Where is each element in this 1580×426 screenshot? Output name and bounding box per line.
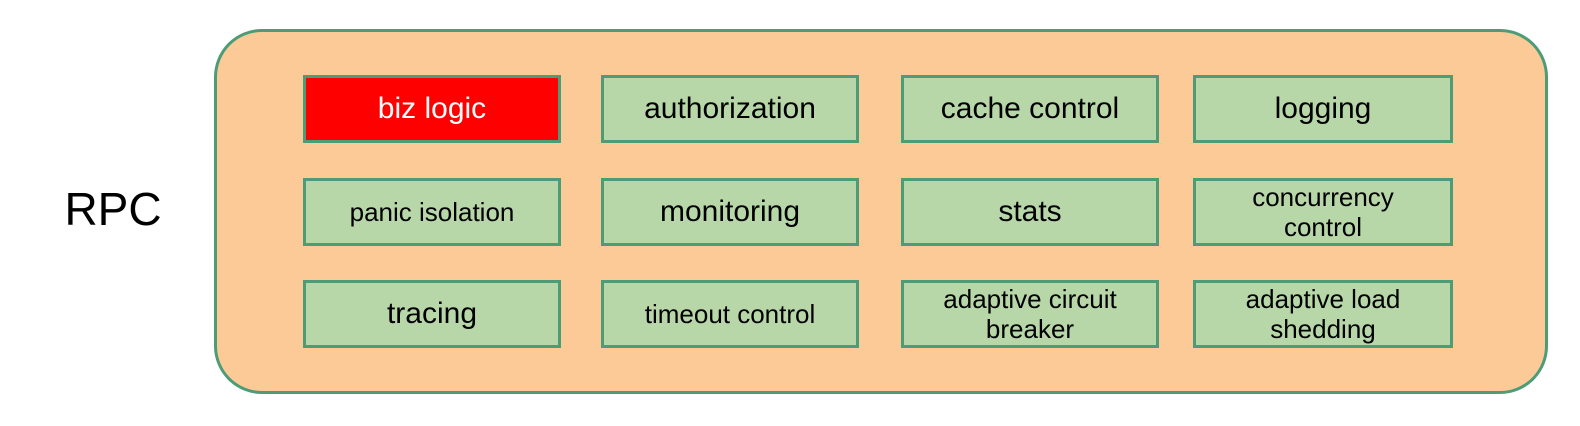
feature-box-concurrency-control[interactable]: concurrency control (1193, 178, 1453, 246)
feature-box-authorization[interactable]: authorization (601, 75, 859, 143)
feature-box-adaptive-load-shedding[interactable]: adaptive load shedding (1193, 280, 1453, 348)
feature-box-panic-isolation[interactable]: panic isolation (303, 178, 561, 246)
feature-box-monitoring[interactable]: monitoring (601, 178, 859, 246)
rpc-container: biz logic authorization cache control lo… (214, 29, 1548, 394)
feature-box-tracing[interactable]: tracing (303, 280, 561, 348)
feature-box-logging[interactable]: logging (1193, 75, 1453, 143)
feature-box-adaptive-circuit-breaker[interactable]: adaptive circuit breaker (901, 280, 1159, 348)
feature-box-stats[interactable]: stats (901, 178, 1159, 246)
feature-box-timeout-control[interactable]: timeout control (601, 280, 859, 348)
rpc-label: RPC (64, 183, 162, 235)
feature-box-cache-control[interactable]: cache control (901, 75, 1159, 143)
feature-box-biz-logic[interactable]: biz logic (303, 75, 561, 143)
feature-grid: biz logic authorization cache control lo… (217, 32, 1545, 391)
